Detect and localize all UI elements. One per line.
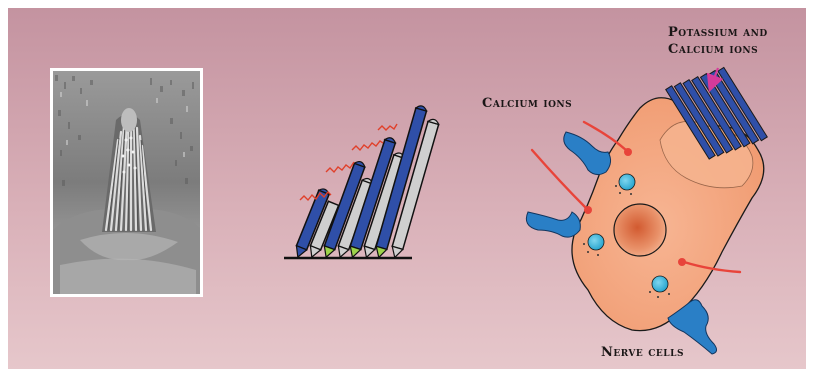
label-nerve-cells: Nerve cells (601, 345, 684, 360)
label-potassium-line2: Calcium ions (668, 41, 768, 58)
micrograph-image (50, 68, 203, 297)
label-calcium-ions: Calcium ions (482, 96, 572, 111)
label-potassium-calcium: Potassium and Calcium ions (668, 24, 768, 58)
label-potassium-line1: Potassium and (668, 24, 768, 41)
